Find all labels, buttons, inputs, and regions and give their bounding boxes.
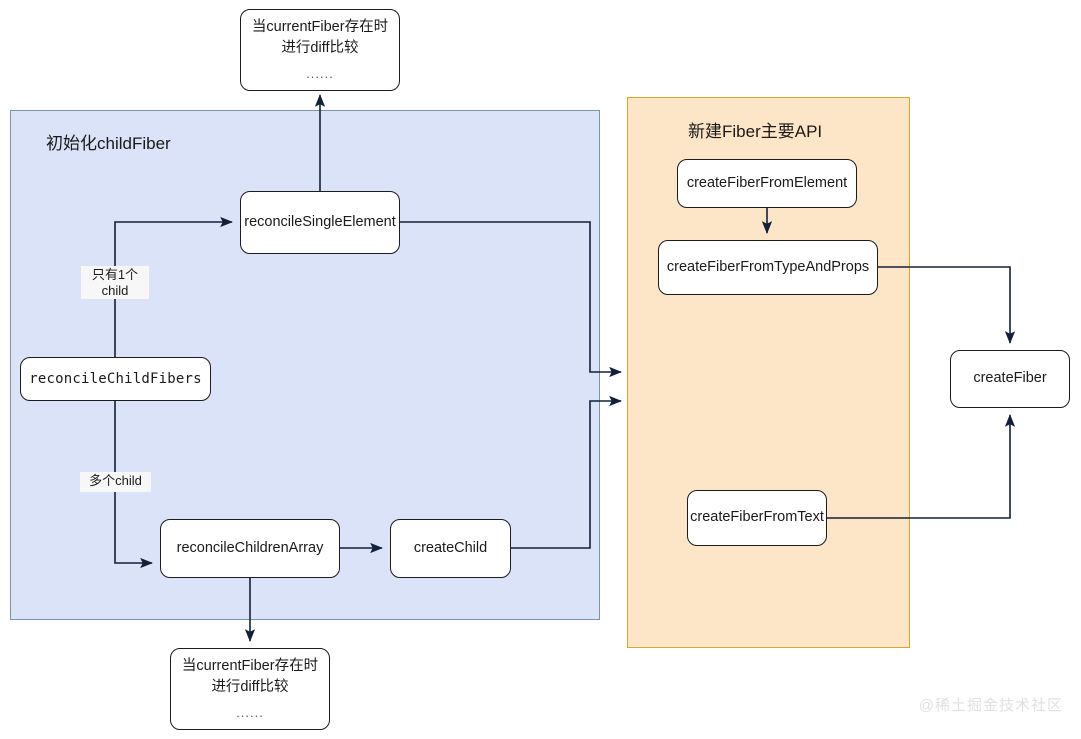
edge-label-single-child: 只有1个 child xyxy=(81,266,149,299)
note-top[interactable]: 当currentFiber存在时 进行diff比较 ...... xyxy=(240,9,400,91)
note-bottom[interactable]: 当currentFiber存在时 进行diff比较 ...... xyxy=(170,648,330,730)
create-child-label: createChild xyxy=(413,539,488,556)
reconcile-child-fibers-node[interactable]: reconcileChildFibers xyxy=(20,357,211,401)
create-fiber-from-type-and-props-label: createFiberFromTypeAndProps xyxy=(666,258,870,275)
panel-init-child-fiber-title: 初始化childFiber xyxy=(46,134,171,153)
note-top-ellipsis: ...... xyxy=(306,65,334,81)
create-fiber-from-element-label: createFiberFromElement xyxy=(686,174,848,191)
note-top-line-1: 当currentFiber存在时 xyxy=(251,18,389,35)
note-bottom-line-2: 进行diff比较 xyxy=(211,678,289,695)
reconcile-children-array-label: reconcileChildrenArray xyxy=(176,539,324,556)
create-child-node[interactable]: createChild xyxy=(390,519,511,578)
create-fiber-from-type-and-props-node[interactable]: createFiberFromTypeAndProps xyxy=(658,240,878,295)
create-fiber-from-element-node[interactable]: createFiberFromElement xyxy=(677,159,857,208)
reconcile-single-element-label: reconcileSingleElement xyxy=(244,213,396,230)
note-bottom-ellipsis: ...... xyxy=(236,704,264,720)
create-fiber-from-text-label: createFiberFromText xyxy=(690,509,824,526)
edge-label-multi-child: 多个child xyxy=(80,472,151,492)
create-fiber-label: createFiber xyxy=(973,370,1047,387)
reconcile-child-fibers-label: reconcileChildFibers xyxy=(29,370,202,387)
reconcile-single-element-node[interactable]: reconcileSingleElement xyxy=(240,191,400,254)
create-fiber-from-text-node[interactable]: createFiberFromText xyxy=(687,490,827,546)
reconcile-children-array-node[interactable]: reconcileChildrenArray xyxy=(160,519,340,578)
create-fiber-node[interactable]: createFiber xyxy=(950,350,1070,408)
note-top-line-2: 进行diff比较 xyxy=(281,39,359,56)
panel-create-fiber-api-title: 新建Fiber主要API xyxy=(688,122,823,141)
note-bottom-line-1: 当currentFiber存在时 xyxy=(181,657,319,674)
watermark: @稀土掘金技术社区 xyxy=(918,697,1063,714)
